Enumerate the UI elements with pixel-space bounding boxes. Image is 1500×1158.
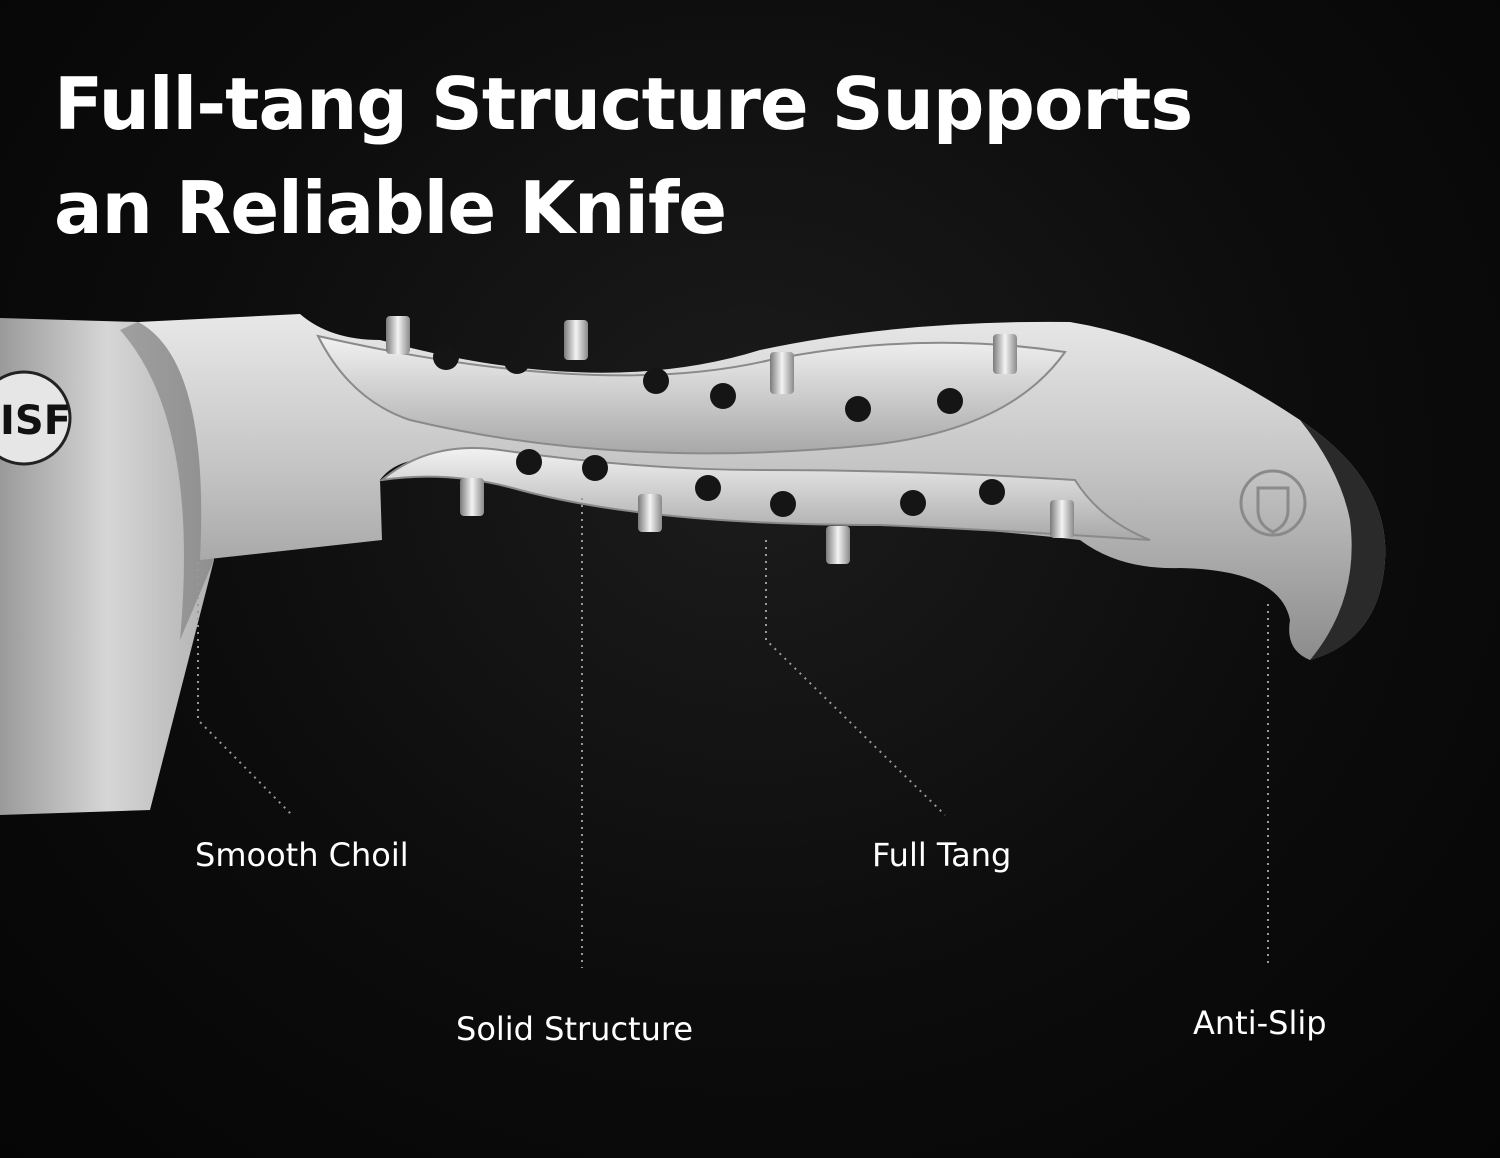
clip [460,478,484,516]
clip [564,320,588,360]
clip [638,494,662,532]
headline-line-1: Full-tang Structure Supports [54,62,1193,146]
clip [1050,500,1074,538]
lower-cavity [378,447,1151,541]
clip [770,352,794,394]
rivet-hole [770,491,796,517]
rivet-hole [937,388,963,414]
rivet-hole [582,455,608,481]
handle-tail-shadow [1300,420,1386,660]
rivet-hole [516,449,542,475]
isf-logo-badge [0,370,72,466]
rivet-hole [900,490,926,516]
callout-solid-structure: Solid Structure [456,1010,694,1048]
callout-full-tang: Full Tang [872,836,1012,874]
rivet-hole [504,348,530,374]
leader-full-tang [765,540,946,816]
callout-anti-slip: Anti-Slip [1193,1004,1327,1042]
leader-smooth-choil [197,562,293,816]
clip [826,526,850,564]
isf-logo-text: ISF [0,398,71,444]
rivet-hole [710,383,736,409]
clip [386,316,410,354]
headline: Full-tang Structure Supports an Reliable… [54,52,1193,260]
rivet-hole [433,344,459,370]
rivet-hole [643,368,669,394]
callout-smooth-choil: Smooth Choil [195,836,409,874]
rivet-hole [979,479,1005,505]
clip [993,334,1017,374]
shield-emblem-icon [1239,469,1307,537]
headline-line-2: an Reliable Knife [54,166,727,250]
rivet-hole [845,396,871,422]
rivet-hole [695,475,721,501]
